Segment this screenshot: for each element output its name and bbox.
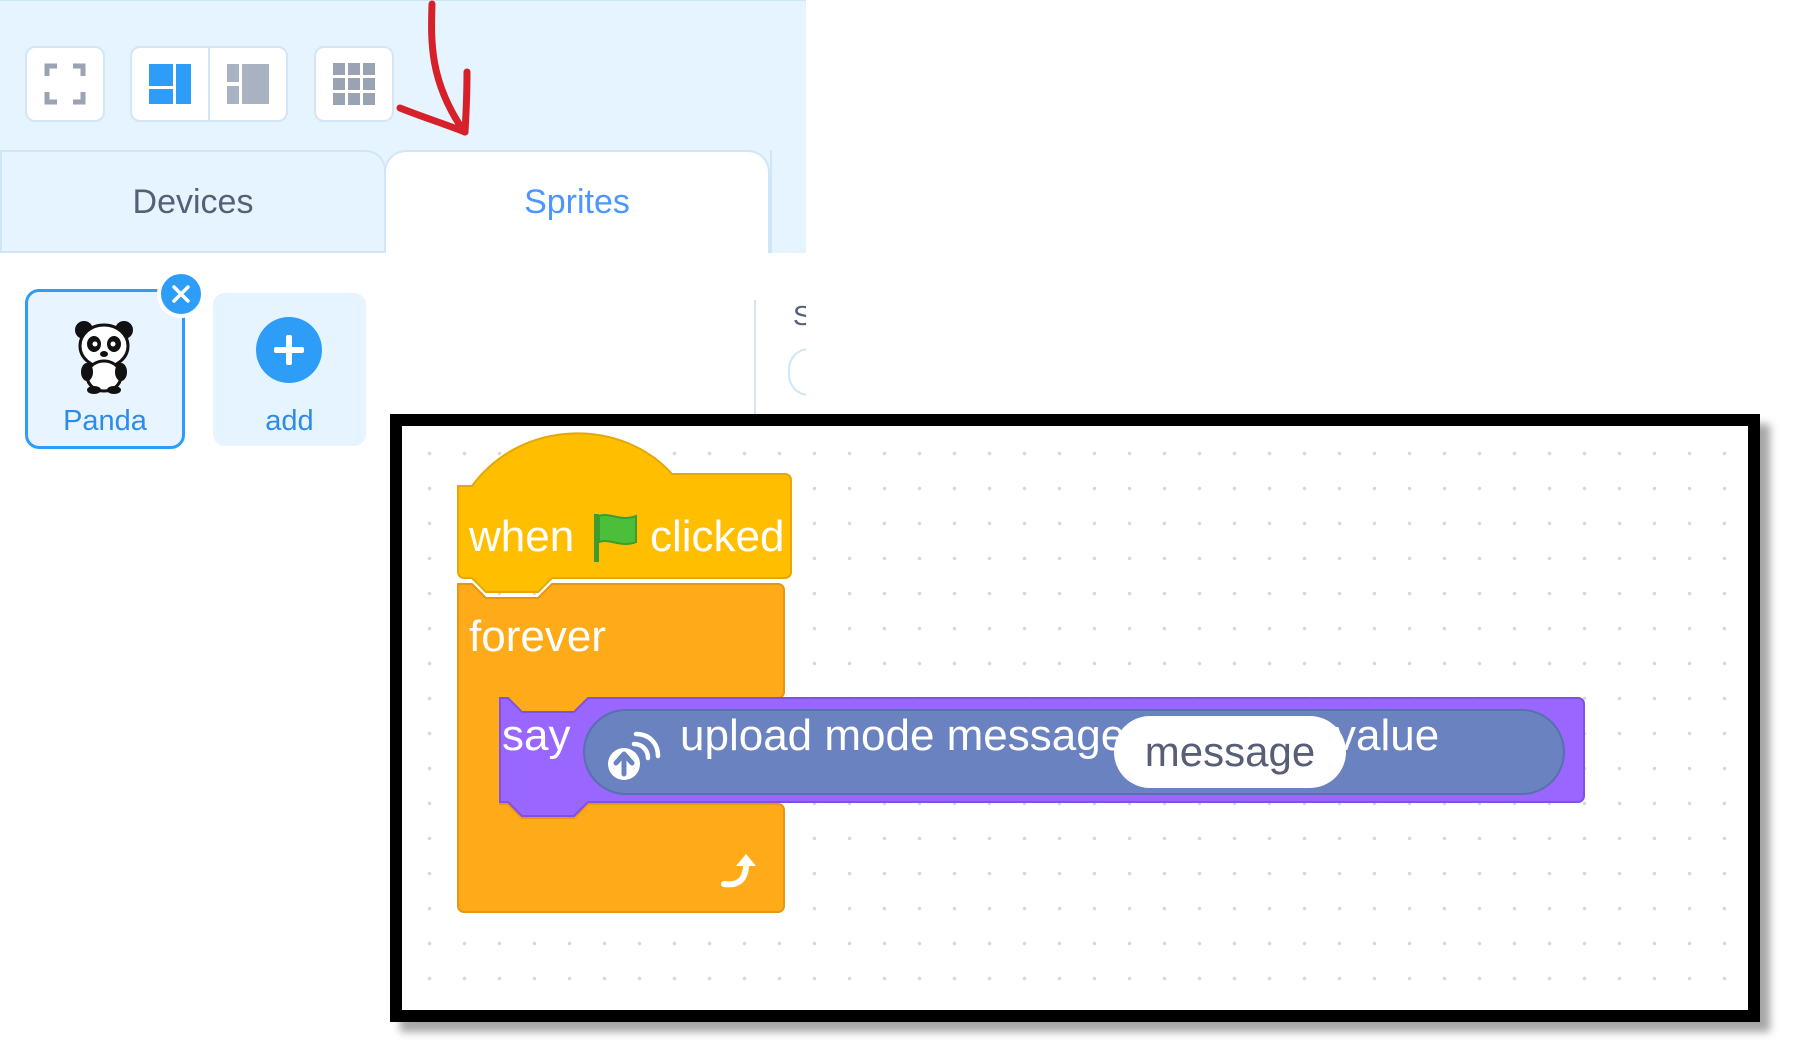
panel-divider [754, 300, 756, 420]
layout-toggle-group [130, 46, 288, 122]
tab-bar: Devices Sprites [0, 150, 806, 253]
layout-stage-icon [149, 64, 191, 104]
partial-label: S [793, 300, 806, 331]
tab-devices-label: Devices [132, 183, 254, 221]
fullscreen-button[interactable] [25, 46, 105, 122]
tab-underline [0, 251, 386, 253]
close-icon [172, 285, 190, 303]
tab-devices[interactable]: Devices [0, 150, 386, 253]
hat-when-label: when [469, 512, 575, 561]
tab-sprites[interactable]: Sprites [384, 150, 770, 253]
upload-mode-icon [608, 731, 661, 780]
loop-arrow-icon [721, 854, 756, 888]
layout-small-button[interactable] [208, 48, 286, 120]
tab-partial[interactable] [770, 150, 806, 253]
reporter-value-label: value [1334, 711, 1440, 760]
grid-view-button[interactable] [314, 46, 394, 122]
hat-clicked-label: clicked [650, 512, 785, 561]
forever-label: forever [469, 612, 606, 661]
toolbar [0, 0, 806, 151]
layout-stage-button[interactable] [132, 48, 208, 120]
grid-icon [333, 63, 375, 105]
forever-block[interactable] [457, 583, 785, 913]
code-workspace[interactable]: when clicked forever say upload mode mes… [390, 414, 1760, 1022]
sprite-name: Panda [63, 405, 147, 437]
reporter-label: upload mode message [680, 711, 1126, 760]
message-input-value: message [1144, 728, 1316, 775]
add-sprite-button[interactable]: add [213, 293, 366, 446]
green-flag-icon [594, 514, 637, 562]
delete-sprite-button[interactable] [157, 270, 205, 318]
add-sprite-label: add [265, 405, 314, 437]
say-label: say [502, 711, 571, 760]
annotation-arrow-icon [396, 0, 471, 136]
panda-icon [75, 321, 133, 394]
sprite-card-panda[interactable]: Panda [25, 289, 185, 449]
fullscreen-icon [44, 63, 86, 105]
message-input[interactable]: message [1114, 716, 1346, 788]
tab-sprites-label: Sprites [524, 183, 630, 221]
hat-block[interactable] [457, 432, 792, 593]
plus-icon [256, 317, 322, 383]
layout-small-icon [227, 64, 269, 104]
